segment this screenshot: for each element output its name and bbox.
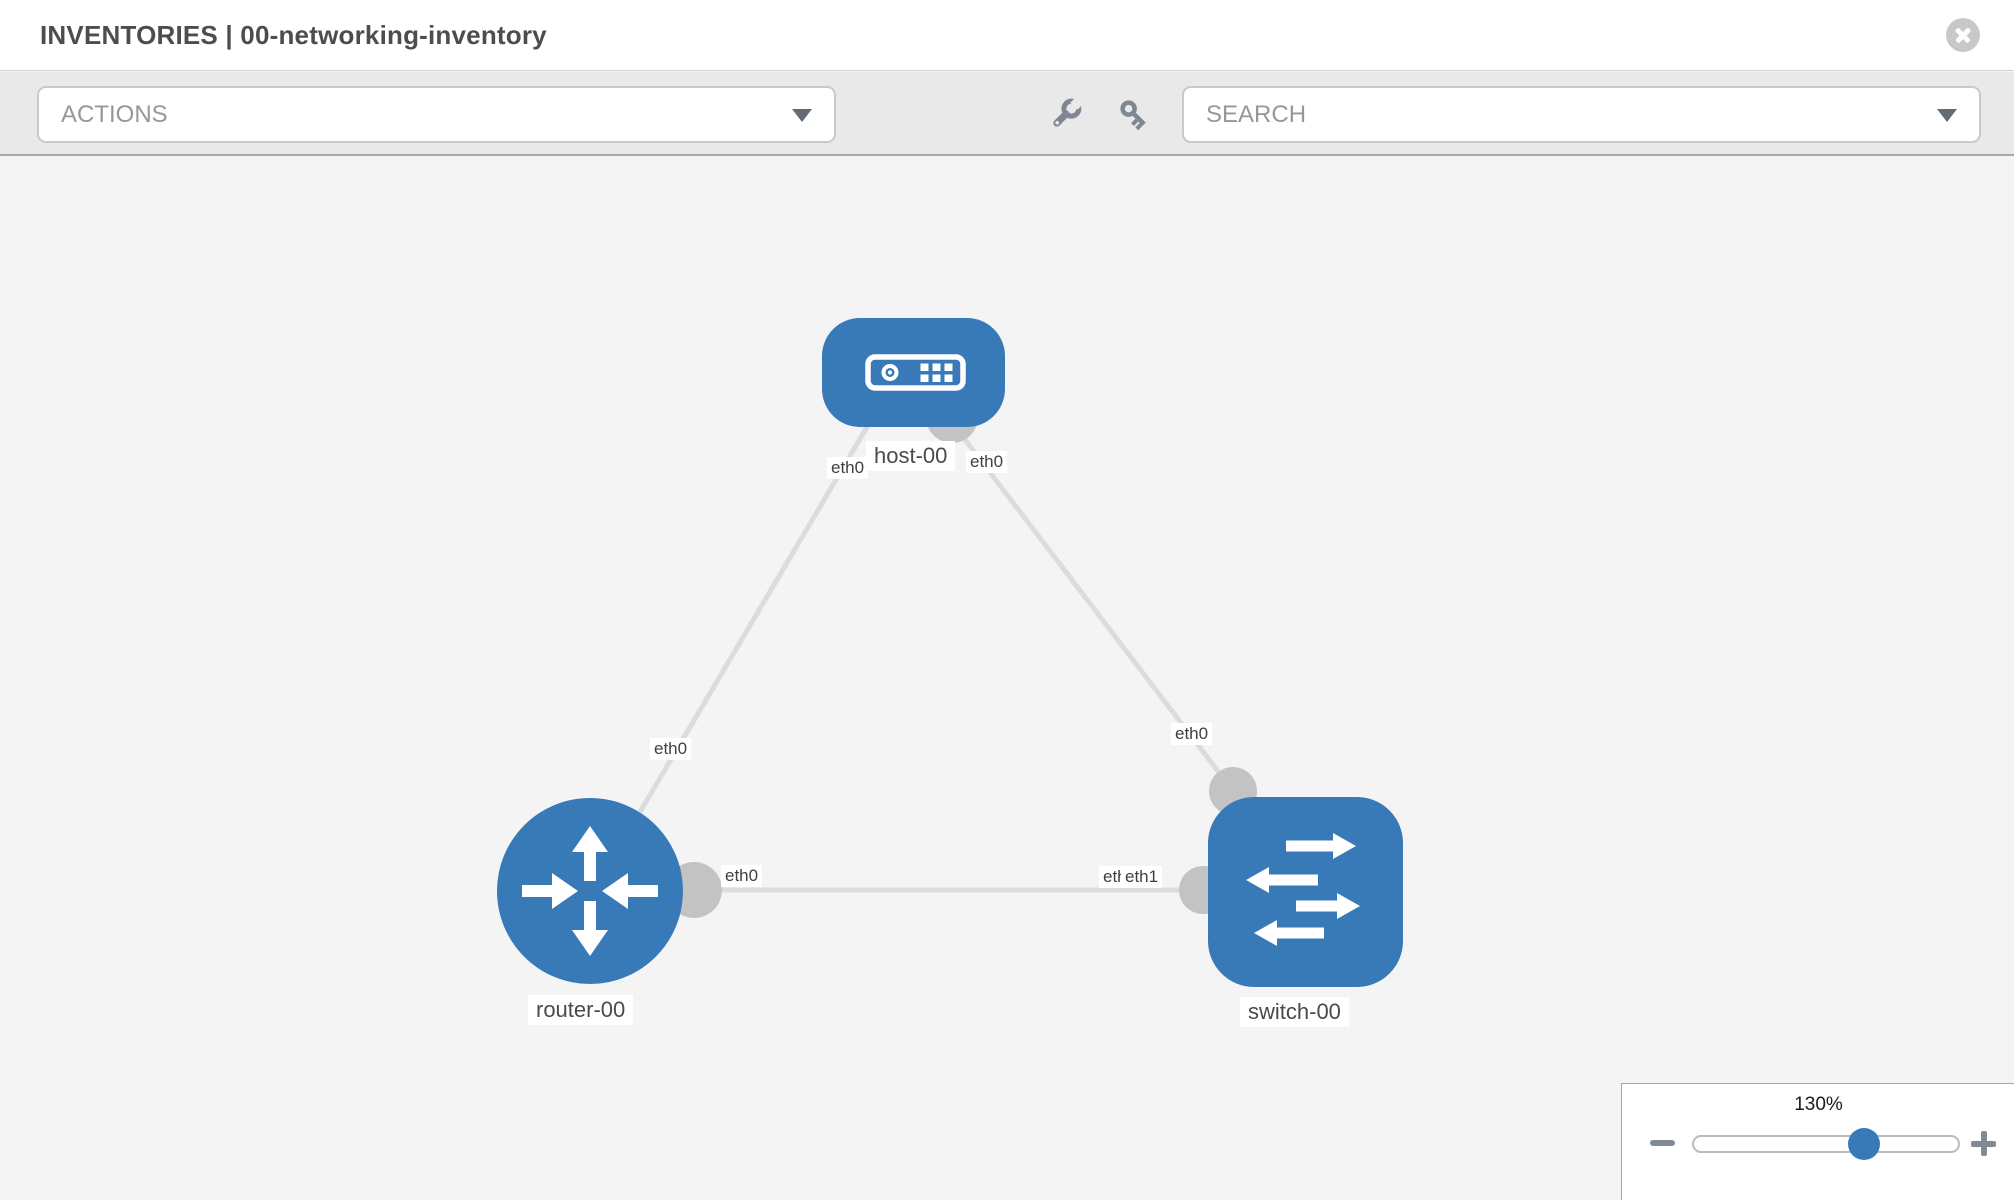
zoom-level-value: 130%: [1794, 1094, 1843, 1115]
links: [637, 403, 1235, 893]
zoom-slider-track[interactable]: [1692, 1135, 1960, 1153]
zoom-slider-knob[interactable]: [1848, 1128, 1880, 1160]
search-dropdown-placeholder: SEARCH: [1206, 101, 1307, 128]
zoom-out-minus-icon[interactable]: [1650, 1140, 1675, 1146]
wrench-icon[interactable]: [1046, 96, 1084, 134]
node-host[interactable]: [822, 318, 1005, 427]
interface-label-host-router-routerside: eth0: [650, 738, 692, 760]
page-title: INVENTORIES | 00-networking-inventory: [40, 20, 547, 50]
switch-icon: [1246, 833, 1360, 946]
node-router[interactable]: [497, 798, 683, 984]
toolbar: ACTIONS SEARCH: [0, 72, 2014, 156]
actions-dropdown[interactable]: ACTIONS: [37, 86, 836, 143]
chevron-down-icon: [1937, 109, 1957, 122]
interface-label-host-router-hostside: eth0: [827, 457, 869, 479]
ports: [666, 391, 1257, 918]
chevron-down-icon: [792, 109, 812, 122]
node-label-router[interactable]: router-00: [528, 995, 634, 1025]
node-label-switch[interactable]: switch-00: [1240, 997, 1349, 1027]
actions-dropdown-label: ACTIONS: [61, 101, 168, 128]
close-button[interactable]: [1946, 18, 1980, 52]
search-dropdown[interactable]: SEARCH: [1182, 86, 1981, 143]
zoom-in-plus-icon[interactable]: [1971, 1131, 1996, 1156]
router-icon: [522, 826, 658, 956]
host-icon: [865, 354, 966, 391]
zoom-control-panel: 130%: [1621, 1083, 2014, 1200]
node-label-host[interactable]: host-00: [866, 441, 956, 471]
interface-label-router-switch-routerside: eth0: [721, 865, 763, 887]
interface-label-host-switch-switchside: eth0: [1171, 723, 1213, 745]
key-icon[interactable]: [1116, 96, 1154, 134]
node-switch[interactable]: [1208, 797, 1403, 987]
interface-label-host-switch-hostside: eth0: [966, 451, 1008, 473]
header: INVENTORIES | 00-networking-inventory: [0, 0, 2014, 71]
interface-label-router-switch-switchside: eth1: [1121, 866, 1163, 888]
